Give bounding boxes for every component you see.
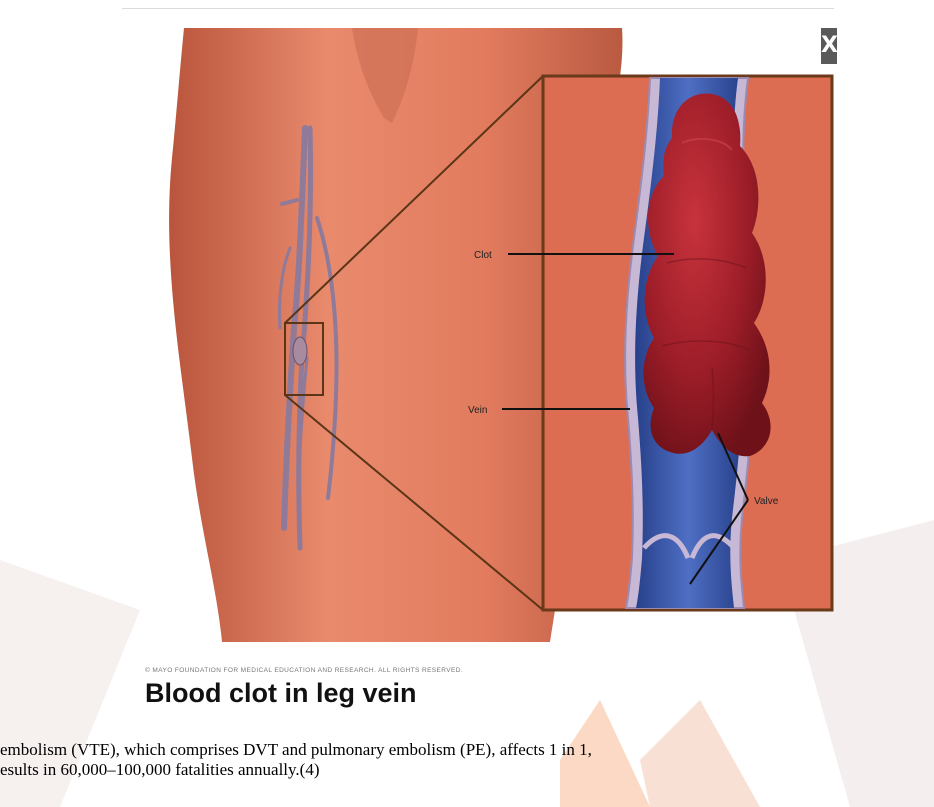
body-paragraph: embolism (VTE), which comprises DVT and … xyxy=(0,740,592,780)
close-button[interactable]: X xyxy=(821,28,837,64)
top-divider xyxy=(122,8,834,9)
label-valve: Valve xyxy=(754,496,779,507)
leg-vein-illustration: Clot Vein Valve xyxy=(122,28,834,642)
copyright-credit: © MAYO FOUNDATION FOR MEDICAL EDUCATION … xyxy=(145,667,463,674)
label-vein: Vein xyxy=(468,405,487,416)
label-clot: Clot xyxy=(474,250,492,261)
body-line-1: embolism (VTE), which comprises DVT and … xyxy=(0,740,592,760)
body-line-2: esults in 60,000–100,000 fatalities annu… xyxy=(0,760,592,780)
figure-caption: Blood clot in leg vein xyxy=(145,678,417,709)
close-icon: X xyxy=(821,33,837,58)
